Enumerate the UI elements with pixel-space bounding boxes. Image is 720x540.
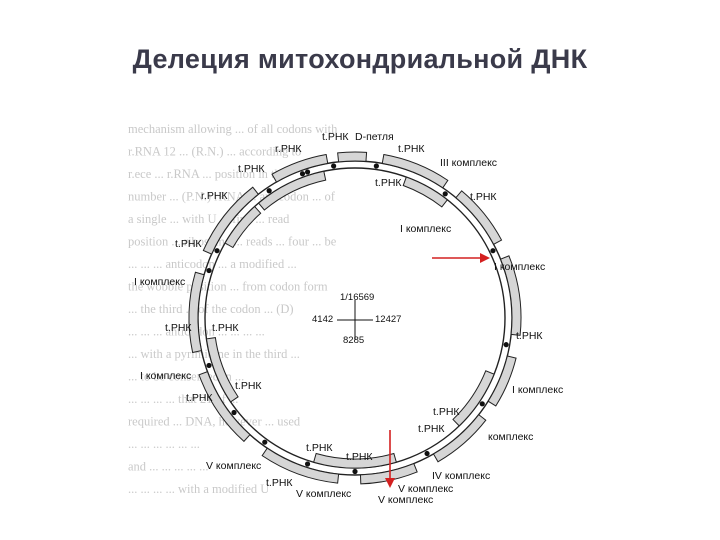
label-complex-5-b: V комплекс xyxy=(398,483,453,495)
label-complex-1-right: I комплекс xyxy=(494,261,545,273)
background-text-line: the wobble position ... from codon form xyxy=(128,280,328,294)
gene-segment-outer xyxy=(432,413,487,463)
gene-segment-outer xyxy=(499,255,522,336)
label-complex-1-a: I комплекс xyxy=(400,223,451,235)
label-complex-3: III комплекс xyxy=(440,157,497,169)
background-text-line: r.ece ... r.RNA ... position in the xyxy=(128,167,287,181)
background-text-line: ... the third ... of the codon ... (D) xyxy=(128,302,294,316)
background-text-line: r.RNA 12 ... (R.N.) ... according to xyxy=(128,145,301,159)
gene-segment-outer xyxy=(271,153,329,183)
gene-segment-inner xyxy=(257,170,327,211)
label-trna-right-2: t.РНК xyxy=(516,330,543,342)
label-complex-5-a: V комплекс xyxy=(206,460,261,472)
background-text-line: ... ... ... ... with a modified U xyxy=(128,482,269,496)
gene-segment-outer xyxy=(455,190,503,245)
trna-marker-dot xyxy=(352,468,358,475)
gene-segment-outer xyxy=(337,151,368,163)
gene-segment-outer xyxy=(359,462,418,485)
label-trna-top: t.РНК xyxy=(322,131,349,143)
background-text-line: a single ... with U ... first ... read xyxy=(128,212,290,226)
label-trna-left-2: t.РНК xyxy=(165,322,192,334)
label-trna-bottom-2: t.РНК xyxy=(346,451,373,463)
label-complex-1-left-2: I комплекс xyxy=(140,370,191,382)
background-text-line: number ... (P.N.) rRNA ... anticodon ...… xyxy=(128,190,336,204)
center-cross xyxy=(337,300,373,340)
slide-title: Делеция митохондриальной ДНК xyxy=(132,44,588,74)
label-trna-right-1: t.РНК xyxy=(470,191,497,203)
gene-segment-inner xyxy=(313,452,397,469)
trna-marker-dot xyxy=(206,267,212,274)
label-complex-4: IV комплекс xyxy=(432,470,490,482)
label-trna-left-1: t.РНК xyxy=(175,238,202,250)
label-complex-5-c: V комплекс xyxy=(296,488,351,500)
background-text-line: required ... DNA, however ... used xyxy=(128,415,301,429)
trna-marker-dot xyxy=(304,169,311,175)
trna-marker-dot xyxy=(503,342,509,348)
label-complex-1-right-2: I комплекс xyxy=(512,384,563,396)
label-trna-top-right: t.РНК xyxy=(398,143,425,155)
label-dloop: D-петля xyxy=(355,131,394,143)
trna-marker-dot xyxy=(373,163,379,169)
label-trna-left-5: t.РНК xyxy=(186,392,213,404)
trna-marker-dot xyxy=(214,248,220,254)
label-trna-left-4: t.РНК xyxy=(235,380,262,392)
trna-marker-dot xyxy=(424,450,430,457)
gene-segment-outer xyxy=(487,355,517,407)
mtdna-ring xyxy=(188,151,522,485)
label-trna-upper-left: t.РНК xyxy=(238,163,265,175)
label-trna-right-4: t.РНК xyxy=(418,423,445,435)
background-text-line: mechanism allowing ... of all codons wit… xyxy=(128,122,338,136)
background-text-line: ... ... ... ... ... ... xyxy=(128,437,200,451)
coord-top: 1/16569 xyxy=(340,292,374,303)
coord-left: 4142 xyxy=(312,314,333,325)
label-complex-1-left: I комплекс xyxy=(134,276,185,288)
gene-segment-outer xyxy=(381,153,449,189)
trna-marker-dot xyxy=(262,439,268,445)
label-complex-right-3: комплекс xyxy=(488,431,533,443)
trna-marker-dot xyxy=(490,248,496,254)
background-text-line: and ... ... ... ... ... xyxy=(128,460,209,474)
label-trna-bottom-3: t.РНК xyxy=(266,477,293,489)
label-trna-left-3: t.РНК xyxy=(212,322,239,334)
trna-marker-dot xyxy=(299,171,306,177)
background-text-line: ... ... ... anticodon ... a modified ... xyxy=(128,257,297,271)
label-trna-right-3: t.РНК xyxy=(433,406,460,418)
gene-segment-inner xyxy=(224,205,262,249)
gene-segment-outer xyxy=(198,371,251,443)
label-rrna-2: r.РНК xyxy=(201,190,228,202)
trna-marker-dot xyxy=(206,362,212,369)
trna-marker-dot xyxy=(231,409,237,416)
label-trna-inner: t.РНК xyxy=(375,177,402,189)
gene-segment-outer xyxy=(188,271,205,354)
coord-bottom: 8285 xyxy=(343,335,364,346)
trna-marker-dot xyxy=(304,461,311,467)
label-complex-5-d: V комплекс xyxy=(378,494,433,506)
coord-right: 12427 xyxy=(375,314,401,325)
gene-segment-outer xyxy=(202,186,260,255)
trna-marker-dot xyxy=(479,401,485,407)
gene-segment-inner xyxy=(452,370,495,427)
gene-segment-inner xyxy=(402,176,449,208)
label-rrna-1: r.РНК xyxy=(275,143,302,155)
gene-segment-inner xyxy=(205,337,239,403)
gene-segment-outer xyxy=(261,447,340,484)
label-trna-bottom-1: t.РНК xyxy=(306,442,333,454)
trna-marker-dot xyxy=(442,191,448,197)
trna-marker-dot xyxy=(266,188,272,194)
trna-marker-dot xyxy=(331,163,337,169)
